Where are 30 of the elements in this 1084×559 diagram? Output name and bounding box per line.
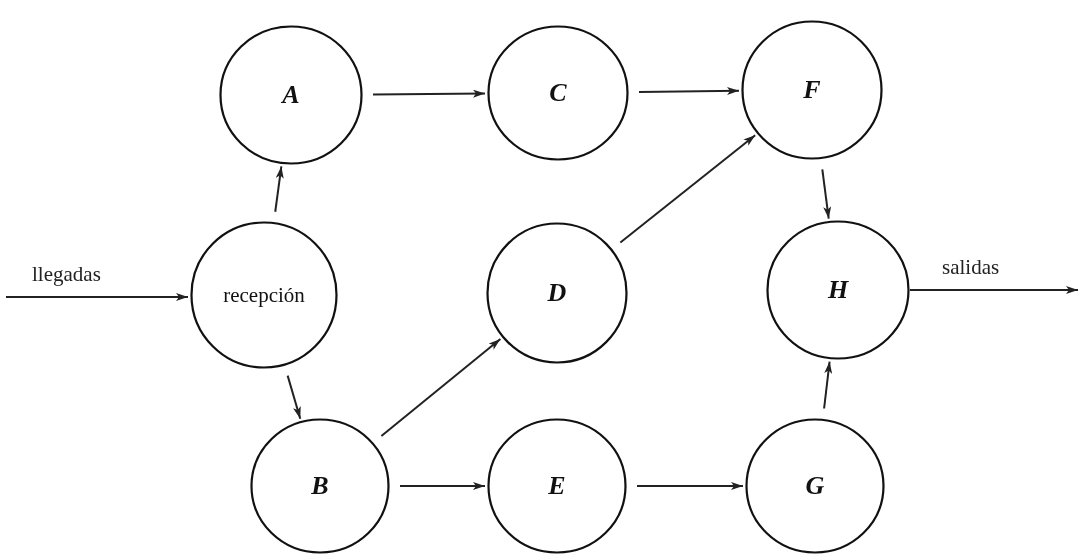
arrow	[823, 360, 833, 410]
arrow	[636, 482, 744, 490]
node-label: B	[311, 471, 329, 501]
arrow	[821, 168, 832, 220]
circle-node	[487, 418, 627, 554]
circle-node	[745, 418, 885, 554]
node-label: D	[547, 278, 567, 308]
arrow	[909, 286, 1079, 294]
node-label: recepción	[223, 282, 305, 308]
arrow	[372, 89, 486, 98]
circle-node	[741, 20, 883, 160]
node-label: H	[827, 275, 849, 305]
circle-node	[766, 220, 910, 360]
node-label: A	[282, 80, 300, 110]
circle-node	[219, 25, 363, 165]
arrow	[286, 374, 302, 420]
circle-node	[487, 25, 629, 161]
arrow	[274, 165, 284, 213]
arrow	[5, 293, 189, 301]
arrow	[619, 134, 757, 244]
node-label: C	[549, 78, 567, 108]
arrow	[638, 87, 740, 95]
node-label: F	[803, 75, 821, 105]
arrow	[399, 482, 486, 490]
circle-node	[190, 221, 338, 369]
arrow	[380, 338, 502, 437]
circle-node	[486, 222, 628, 364]
node-label: E	[548, 471, 566, 501]
node-label: G	[805, 471, 825, 501]
circle-node	[250, 418, 390, 554]
